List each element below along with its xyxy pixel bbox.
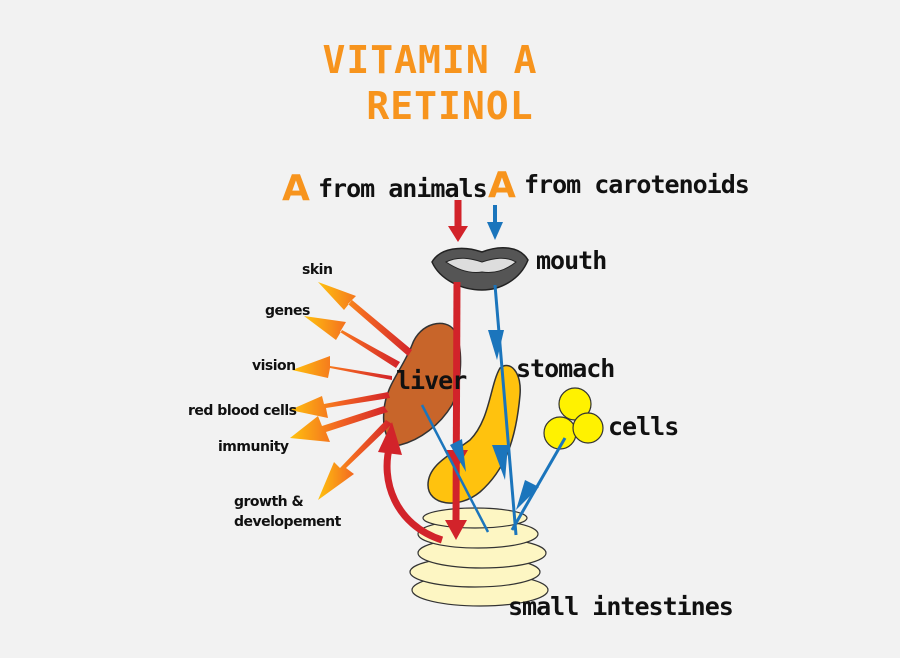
ray-growth [318, 420, 392, 500]
ray-immunity [290, 406, 388, 442]
function-vision: vision [252, 358, 296, 374]
small-intestines-label: small intestines [508, 592, 734, 621]
function-red-blood-cells: red blood cells [188, 403, 297, 419]
small-intestines-shape [409, 507, 549, 607]
mouth-shape [431, 247, 529, 291]
animal-source-label: from animals [318, 174, 488, 203]
ray-genes [304, 316, 400, 368]
stomach-shape [427, 364, 521, 504]
function-development: developement [234, 514, 341, 530]
ray-skin [318, 282, 412, 356]
mouth-label: mouth [536, 246, 607, 275]
liver-shape [382, 322, 462, 446]
carotenoid-source-label: from carotenoids [524, 170, 750, 199]
title-line-2: RETINOL [366, 84, 534, 128]
function-immunity: immunity [218, 439, 289, 455]
animal-a-letter: A [282, 168, 310, 209]
function-arrows [290, 282, 412, 500]
title-line-1: VITAMIN A [322, 38, 538, 82]
liver-label: liver [396, 366, 467, 395]
stomach-label: stomach [516, 354, 615, 383]
ray-vision [292, 356, 392, 380]
carotenoid-path-arrows [420, 205, 567, 536]
function-growth: growth & [234, 494, 304, 510]
animal-path-arrows [378, 200, 468, 544]
ray-blood [290, 392, 390, 418]
carotenoid-a-letter: A [488, 165, 516, 206]
cells-shape [543, 387, 604, 450]
function-genes: genes [265, 303, 310, 319]
cells-label: cells [608, 412, 679, 441]
function-skin: skin [302, 262, 333, 278]
